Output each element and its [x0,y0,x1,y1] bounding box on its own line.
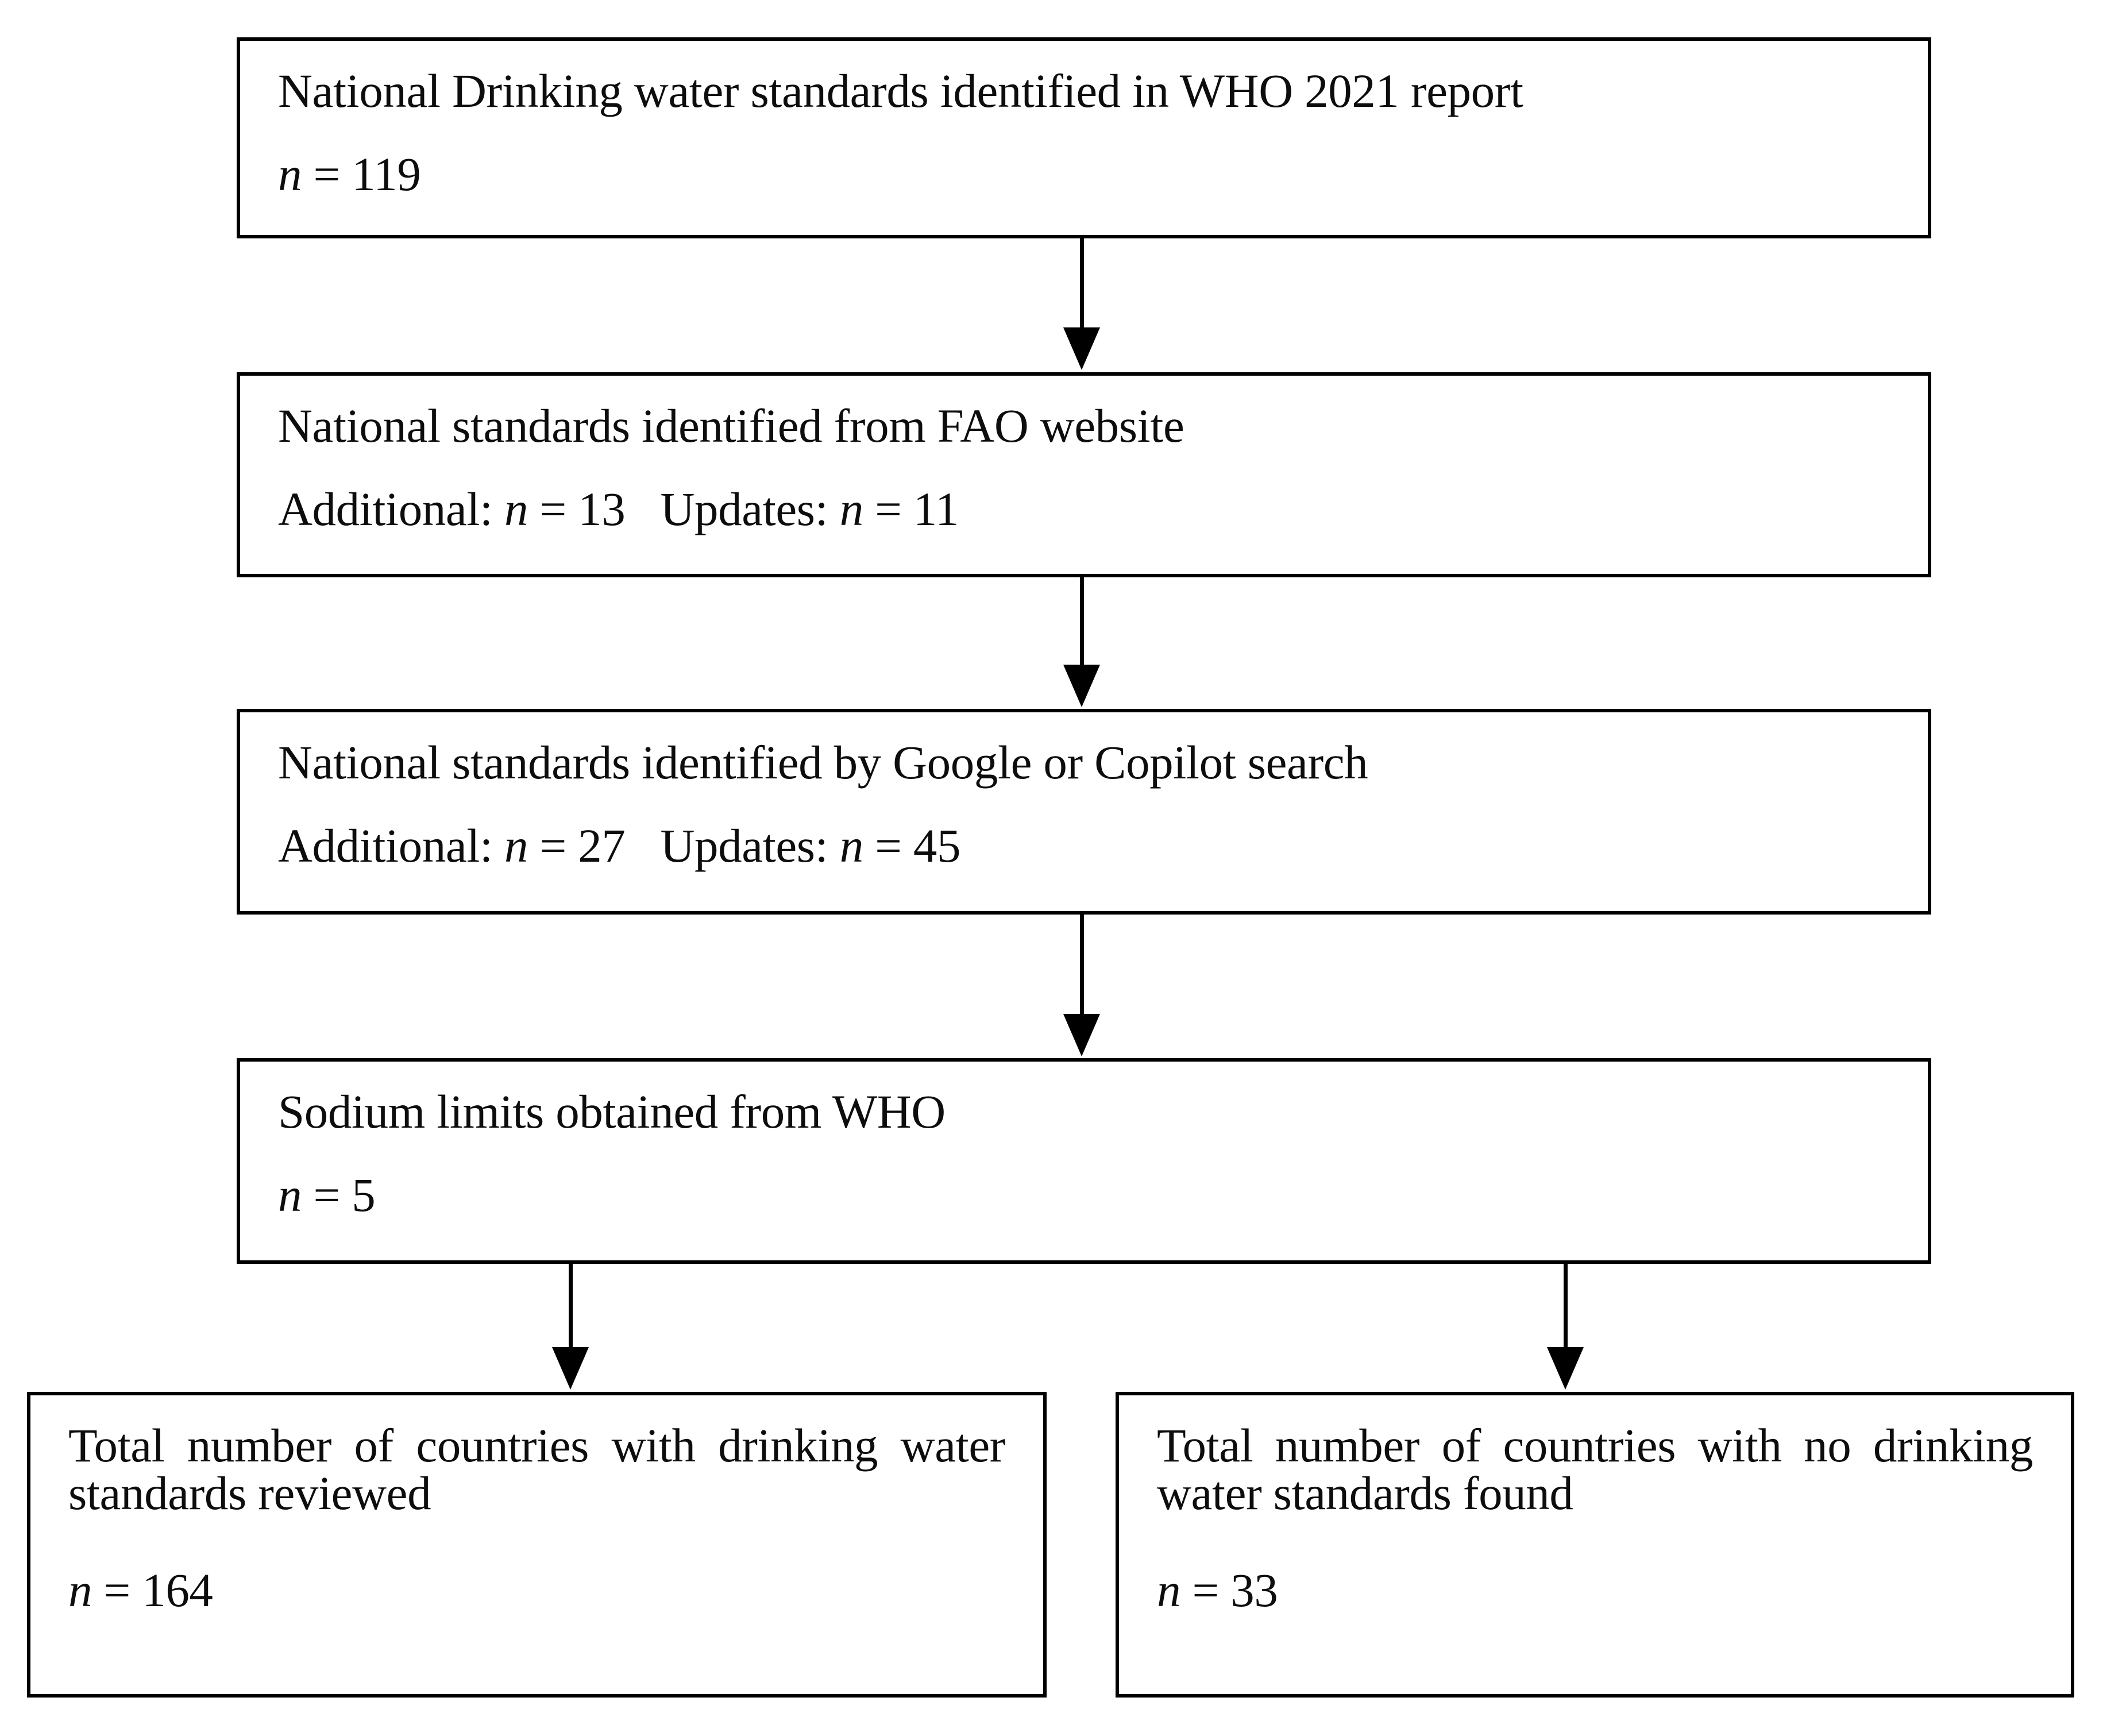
arrow-head-icon [1063,1014,1100,1056]
additional-label: Additional: [278,819,505,872]
node-who-report: National Drinking water standards identi… [237,37,1931,238]
arrow-stem [1080,915,1084,1016]
updates-label: Updates: [660,483,840,535]
node-fao-website-count: Additional: n = 13 Updates: n = 11 [278,485,1890,533]
node-sodium-who-count: n = 5 [278,1171,1890,1219]
n-symbol: n [68,1564,92,1617]
n-symbol: n [504,819,528,872]
node-countries-reviewed: Total number of countries with drinking … [27,1392,1047,1698]
n-equals: = [302,1168,352,1221]
node-who-report-text: National Drinking water standards identi… [278,64,1523,117]
node-sodium-who-text: Sodium limits obtained from WHO [278,1085,946,1138]
node-fao-website-text: National standards identified from FAO w… [278,399,1184,452]
updates-label: Updates: [660,819,840,872]
n-equals: = [92,1564,142,1617]
updates-value: = 45 [863,819,961,872]
node-google-copilot-text: National standards identified by Google … [278,736,1368,789]
node-google-copilot: National standards identified by Google … [237,709,1931,915]
n-value: 164 [142,1564,213,1617]
node-countries-not-found-count: n = 33 [1157,1567,2033,1614]
n-symbol: n [278,1168,302,1221]
n-equals: = [1180,1564,1231,1617]
updates-value: = 11 [863,483,959,535]
arrow-head-icon [1063,665,1100,707]
arrow-stem [1080,238,1084,329]
node-countries-reviewed-text: Total number of countries with drinking … [68,1419,1005,1519]
node-sodium-who: Sodium limits obtained from WHO n = 5 [237,1058,1931,1264]
arrow-stem [1564,1264,1568,1349]
n-symbol: n [839,483,864,535]
arrow-stem [569,1264,573,1349]
node-who-report-count: n = 119 [278,151,1890,198]
arrow-head-icon [1063,327,1100,370]
node-countries-not-found: Total number of countries with no drinki… [1116,1392,2074,1698]
node-google-copilot-count: Additional: n = 27 Updates: n = 45 [278,822,1890,870]
additional-value: = 27 [528,819,626,872]
n-equals: = [302,148,352,200]
n-value: 5 [352,1168,376,1221]
n-symbol: n [839,819,864,872]
additional-label: Additional: [278,483,505,535]
n-symbol: n [278,148,302,200]
n-symbol: n [504,483,528,535]
n-value: 33 [1230,1564,1278,1617]
arrow-stem [1080,577,1084,666]
additional-value: = 13 [528,483,626,535]
n-value: 119 [352,148,421,200]
arrow-head-icon [552,1347,589,1390]
node-countries-reviewed-count: n = 164 [68,1567,1005,1614]
arrow-head-icon [1547,1347,1584,1390]
n-symbol: n [1157,1564,1181,1617]
node-fao-website: National standards identified from FAO w… [237,372,1931,577]
node-countries-not-found-text: Total number of countries with no drinki… [1157,1419,2033,1519]
